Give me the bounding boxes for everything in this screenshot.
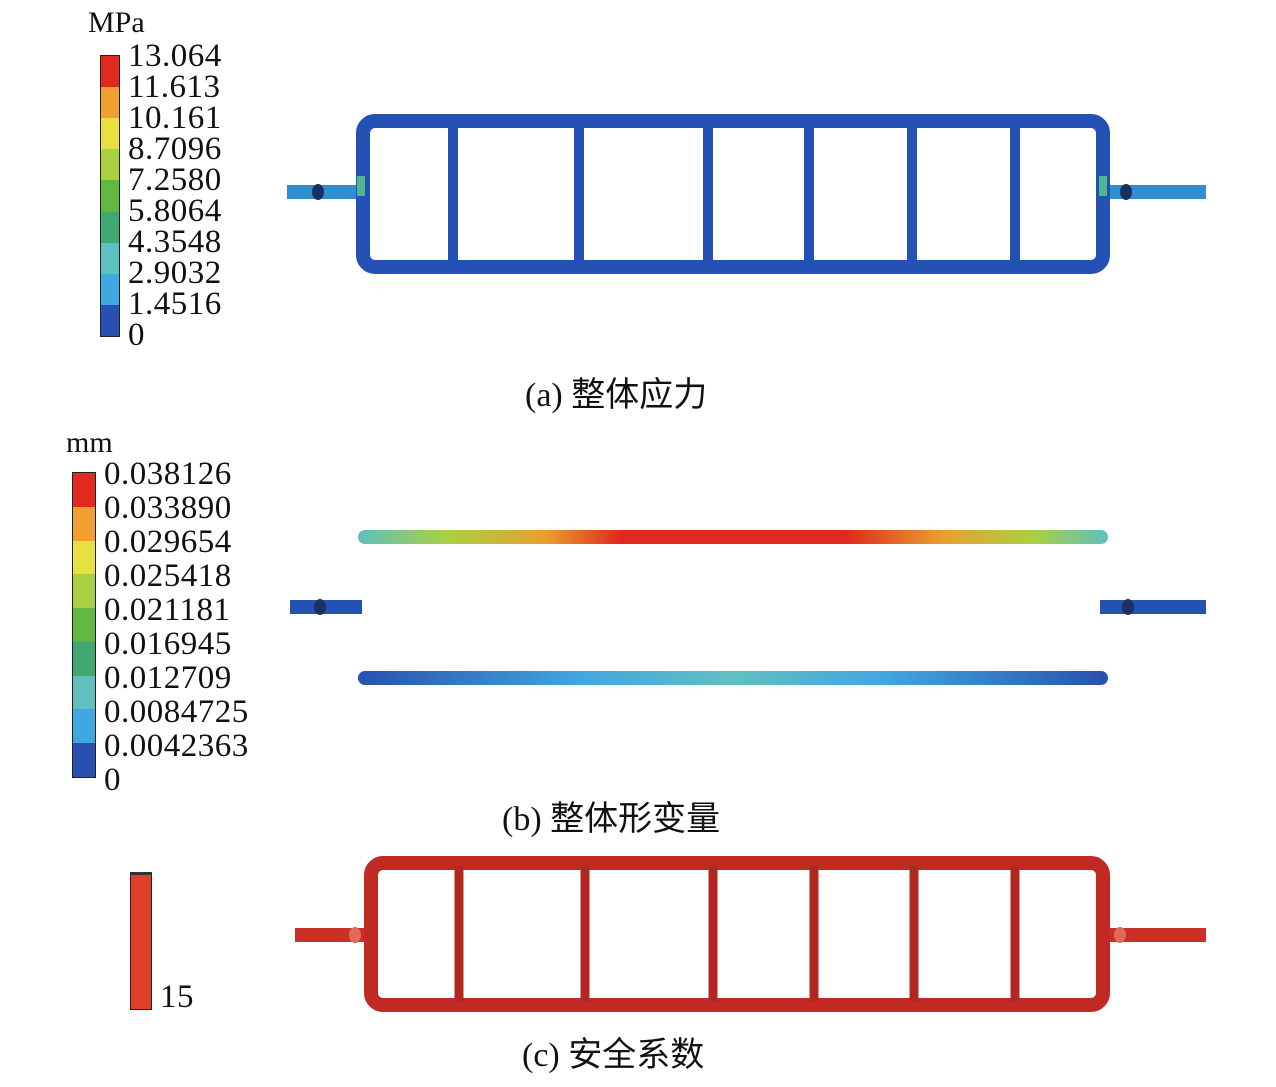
color-legend-bar	[130, 872, 152, 1010]
legend-tick: 0.012709	[104, 660, 232, 696]
legend-tick: 0	[128, 317, 145, 353]
legend-tick: 0.033890	[104, 490, 232, 526]
legend-tick: 15	[160, 979, 194, 1015]
legend-tick: 0.029654	[104, 524, 232, 560]
legend-unit: mm	[66, 426, 113, 459]
legend-tick: 0.021181	[104, 592, 231, 628]
legend-tick: 0.038126	[104, 456, 232, 492]
legend-tick: 11.613	[128, 69, 221, 105]
caption-stress: (a) 整体应力	[525, 377, 708, 414]
legend-tick: 10.161	[128, 100, 222, 136]
color-legend-bar	[72, 472, 96, 778]
caption-deformation: (b) 整体形变量	[502, 801, 721, 838]
panel-stress: MPa 13.064 11.613 10.161 8.7096 7.2580 5…	[0, 0, 1276, 420]
legend-tick: 0.0042363	[104, 728, 249, 764]
legend-tick: 0.016945	[104, 626, 232, 662]
legend-tick: 0.0084725	[104, 694, 249, 730]
legend-tick: 0.025418	[104, 558, 232, 594]
legend-unit: MPa	[88, 6, 145, 39]
legend-tick: 1.4516	[128, 286, 222, 322]
frame-model-stress	[287, 114, 1206, 274]
panel-deformation: mm 0.038126 0.033890 0.029654 0.025418 0…	[0, 420, 1276, 850]
frame-model-deformation	[290, 530, 1206, 685]
legend-tick: 8.7096	[128, 131, 222, 167]
legend-tick: 2.9032	[128, 255, 222, 291]
legend-tick: 13.064	[128, 38, 222, 74]
caption-safety-factor: (c) 安全系数	[522, 1037, 705, 1074]
legend-tick: 4.3548	[128, 224, 222, 260]
legend-tick: 0	[104, 762, 121, 798]
legend-tick: 7.2580	[128, 162, 222, 198]
legend-tick: 5.8064	[128, 193, 222, 229]
panel-safety-factor: 15 (c) 安全系数	[0, 850, 1276, 1087]
color-legend-bar	[100, 55, 120, 337]
frame-model-safety	[295, 856, 1206, 1012]
